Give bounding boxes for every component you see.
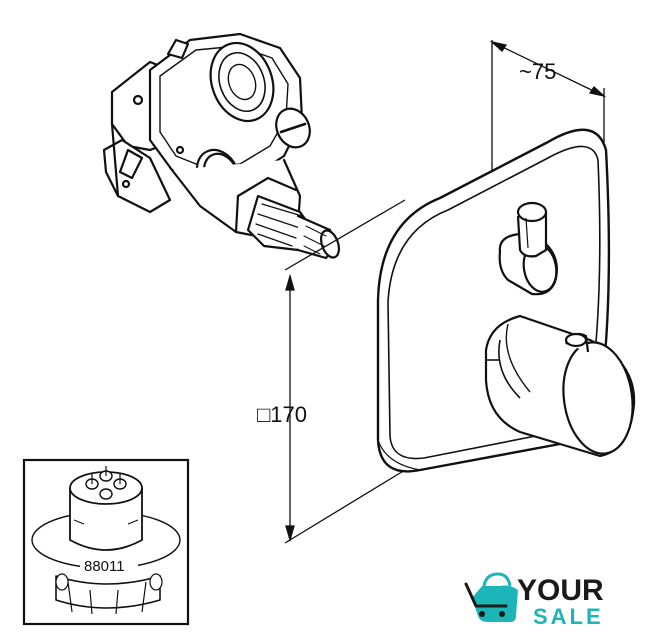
logo-word-sale: SALE <box>533 604 604 629</box>
logo-word-your: YOUR <box>517 574 604 607</box>
shopping-bag-icon <box>464 572 518 622</box>
thermostat-knob <box>484 314 636 458</box>
diverter-knob <box>498 201 558 296</box>
arrowhead-icon <box>588 86 607 98</box>
yoursale-logo: YOUR SALE <box>464 572 604 629</box>
arrowhead-icon <box>489 40 508 52</box>
size-extension-line-bottom <box>284 469 406 544</box>
arrowhead-icon <box>285 525 295 543</box>
arrowhead-icon <box>285 273 295 291</box>
inset-cartridge-box: 88011 <box>22 458 190 626</box>
depth-dimension-line <box>491 41 605 97</box>
size-extension-line-top <box>284 199 406 271</box>
size-label: □170 <box>257 402 307 427</box>
rough-in-valve-body <box>102 32 341 260</box>
size-dimension <box>284 199 406 544</box>
part-number-label: 88011 <box>84 558 125 575</box>
depth-label: ~75 <box>519 59 556 84</box>
